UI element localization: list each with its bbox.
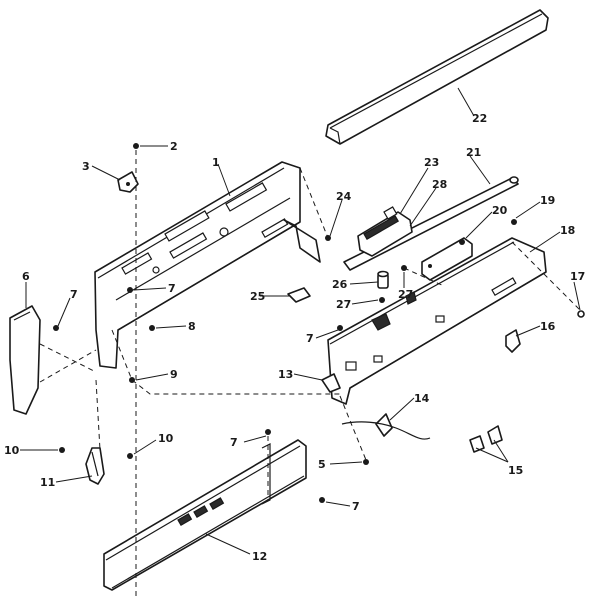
callout-11: 11 <box>40 476 55 489</box>
bracket-part-14 <box>341 413 431 440</box>
callout-10a: 10 <box>4 444 20 457</box>
callout-15: 15 <box>508 464 523 477</box>
callout-27a: 27 <box>336 298 351 311</box>
callout-10b: 10 <box>158 432 174 445</box>
callout-22: 22 <box>472 112 487 125</box>
bracket-part-13 <box>321 373 341 393</box>
callout-19: 19 <box>540 194 555 207</box>
screw-part-17 <box>577 310 585 318</box>
clip-part-3 <box>117 171 139 193</box>
switch-part-20 <box>421 237 473 281</box>
callout-1: 1 <box>212 156 220 169</box>
callout-5: 5 <box>318 458 326 471</box>
callout-16: 16 <box>540 320 556 333</box>
end-cap-part-6 <box>9 305 41 415</box>
switch-block-part-23 <box>357 206 413 257</box>
callout-27b: 27 <box>398 288 413 301</box>
hardware-fasteners <box>53 143 517 503</box>
callout-14: 14 <box>414 392 430 405</box>
callout-9: 9 <box>170 368 178 381</box>
callout-25: 25 <box>250 290 265 303</box>
callout-7c: 7 <box>230 436 238 449</box>
callout-2: 2 <box>170 140 178 153</box>
callout-28: 28 <box>432 178 447 191</box>
callout-24: 24 <box>336 190 352 203</box>
backguard-panel-part-1 <box>94 161 321 369</box>
connectors-part-15 <box>469 425 503 453</box>
assembly-lines <box>39 150 581 600</box>
callout-7d: 7 <box>352 500 360 513</box>
control-panel-part-12 <box>103 439 307 591</box>
clip-part-25 <box>287 287 311 303</box>
callout-7b: 7 <box>168 282 176 295</box>
callout-6: 6 <box>22 270 30 283</box>
callout-21: 21 <box>466 146 481 159</box>
callout-18: 18 <box>560 224 575 237</box>
control-panel-part-18 <box>327 237 547 405</box>
callout-20: 20 <box>492 204 508 217</box>
callout-7a: 7 <box>70 288 78 301</box>
callout-7e: 7 <box>306 332 314 345</box>
leader-lines <box>20 87 581 555</box>
bracket-part-11 <box>85 447 105 485</box>
callout-23: 23 <box>424 156 439 169</box>
callout-8: 8 <box>188 320 196 333</box>
callout-labels: 1 2 3 6 7 7 8 9 10 10 11 7 7 12 5 13 14 … <box>4 112 585 563</box>
clip-part-16 <box>505 329 521 353</box>
callout-12: 12 <box>252 550 267 563</box>
callout-26: 26 <box>332 278 348 291</box>
trim-strip-part-22 <box>325 9 549 145</box>
callout-3: 3 <box>82 160 90 173</box>
callout-13: 13 <box>278 368 293 381</box>
cylinder-part-26 <box>377 270 389 289</box>
callout-17: 17 <box>570 270 585 283</box>
